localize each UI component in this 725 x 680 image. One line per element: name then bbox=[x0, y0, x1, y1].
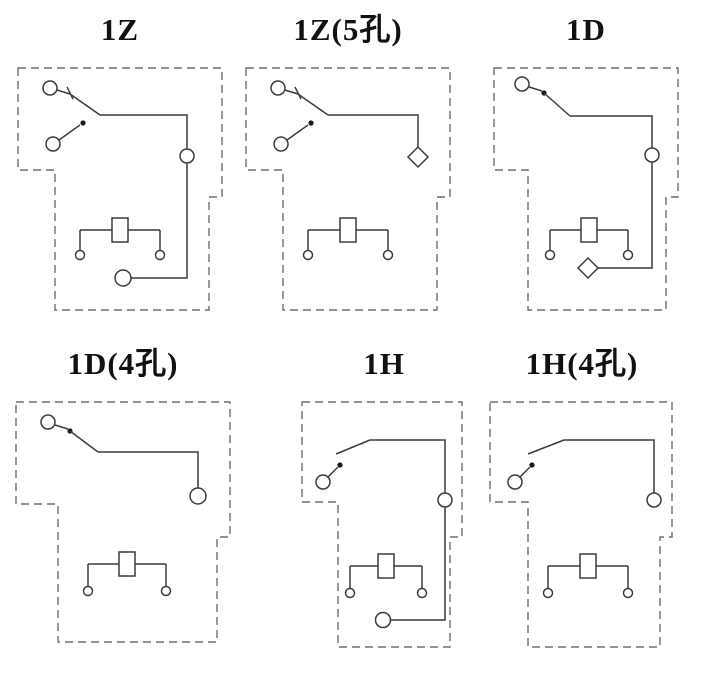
relay-schematic-1z-5hole bbox=[245, 67, 451, 311]
relay-diagram-1h-4hole: 1H(4孔) bbox=[482, 344, 682, 658]
coil-terminal-left bbox=[74, 249, 86, 261]
coil bbox=[544, 217, 634, 261]
bottom-terminal bbox=[374, 611, 392, 629]
relay-schematic-1d-4hole bbox=[15, 401, 231, 643]
coil-box bbox=[111, 217, 129, 243]
diagram-label-1d-4hole: 1D(4孔) bbox=[67, 346, 179, 381]
relay-schematic-1z bbox=[17, 67, 223, 311]
coil bbox=[74, 217, 166, 261]
nc-terminal bbox=[42, 80, 58, 96]
coil-terminal-left bbox=[344, 587, 356, 599]
relay-diagram-1z-5hole: 1Z(5孔) bbox=[238, 10, 458, 320]
nc-contact bbox=[514, 76, 571, 117]
relay-diagram-1z: 1Z bbox=[10, 10, 230, 320]
common-wire bbox=[370, 439, 453, 629]
bottom-terminal-diamond bbox=[576, 256, 600, 280]
coil bbox=[344, 553, 428, 599]
coil-terminal-left bbox=[544, 249, 556, 261]
common-wire bbox=[564, 439, 662, 508]
coil-box bbox=[118, 551, 136, 577]
no-terminal bbox=[45, 136, 61, 152]
contact-dot bbox=[337, 462, 343, 468]
coil-terminal-left bbox=[542, 587, 554, 599]
common-terminal bbox=[646, 492, 662, 508]
case-outline bbox=[301, 401, 463, 648]
nc-terminal bbox=[270, 80, 286, 96]
common-terminal-diamond bbox=[406, 145, 430, 169]
nc-contact bbox=[40, 414, 99, 453]
common-wire bbox=[98, 451, 207, 505]
common-wire bbox=[328, 114, 430, 169]
coil-box bbox=[339, 217, 357, 243]
common-terminal bbox=[437, 492, 453, 508]
case-outline bbox=[489, 401, 673, 648]
common-terminal bbox=[644, 147, 660, 163]
case-outline bbox=[245, 67, 451, 311]
no-contact bbox=[507, 439, 565, 490]
contact-terminal bbox=[40, 414, 56, 430]
changeover-contact bbox=[270, 80, 329, 152]
diagram-label-1z-5hole: 1Z(5孔) bbox=[293, 12, 403, 47]
coil-terminal-right bbox=[382, 249, 394, 261]
no-terminal bbox=[273, 136, 289, 152]
contact-terminal bbox=[507, 474, 523, 490]
relay-diagram-1d-4hole: 1D(4孔) bbox=[8, 344, 238, 652]
coil-box bbox=[580, 217, 598, 243]
case-outline bbox=[493, 67, 679, 311]
case-outline bbox=[17, 67, 223, 311]
diagram-label-1d: 1D bbox=[566, 12, 606, 47]
diagram-label-1z: 1Z bbox=[100, 12, 140, 47]
coil-terminal-right bbox=[622, 587, 634, 599]
coil-terminal-left bbox=[82, 585, 94, 597]
diagram-label-1h-4hole: 1H(4孔) bbox=[525, 346, 639, 381]
relay-schematic-1h-4hole bbox=[489, 401, 673, 648]
coil-terminal-right bbox=[154, 249, 166, 261]
coil-terminal-right bbox=[622, 249, 634, 261]
common-wire bbox=[570, 115, 660, 280]
coil-terminal-right bbox=[160, 585, 172, 597]
coil-box bbox=[377, 553, 395, 579]
no-contact-dot bbox=[308, 120, 314, 126]
coil-box bbox=[579, 553, 597, 579]
coil bbox=[542, 553, 634, 599]
case-outline bbox=[15, 401, 231, 643]
relay-schematic-1h bbox=[301, 401, 463, 648]
common-terminal bbox=[179, 148, 195, 164]
changeover-contact bbox=[42, 80, 101, 152]
bottom-terminal bbox=[114, 269, 132, 287]
common-terminal bbox=[189, 487, 207, 505]
diagram-label-1h: 1H bbox=[363, 346, 405, 381]
relay-schematic-1d bbox=[493, 67, 679, 311]
no-contact-dot bbox=[80, 120, 86, 126]
coil-terminal-left bbox=[302, 249, 314, 261]
coil-terminal-right bbox=[416, 587, 428, 599]
contact-terminal bbox=[315, 474, 331, 490]
no-contact bbox=[315, 439, 371, 490]
relay-diagram-1h: 1H bbox=[294, 344, 474, 658]
coil bbox=[302, 217, 394, 261]
common-wire bbox=[100, 114, 195, 287]
coil bbox=[82, 551, 172, 597]
contact-dot bbox=[529, 462, 535, 468]
relay-diagram-1d: 1D bbox=[486, 10, 686, 320]
contact-terminal bbox=[514, 76, 530, 92]
